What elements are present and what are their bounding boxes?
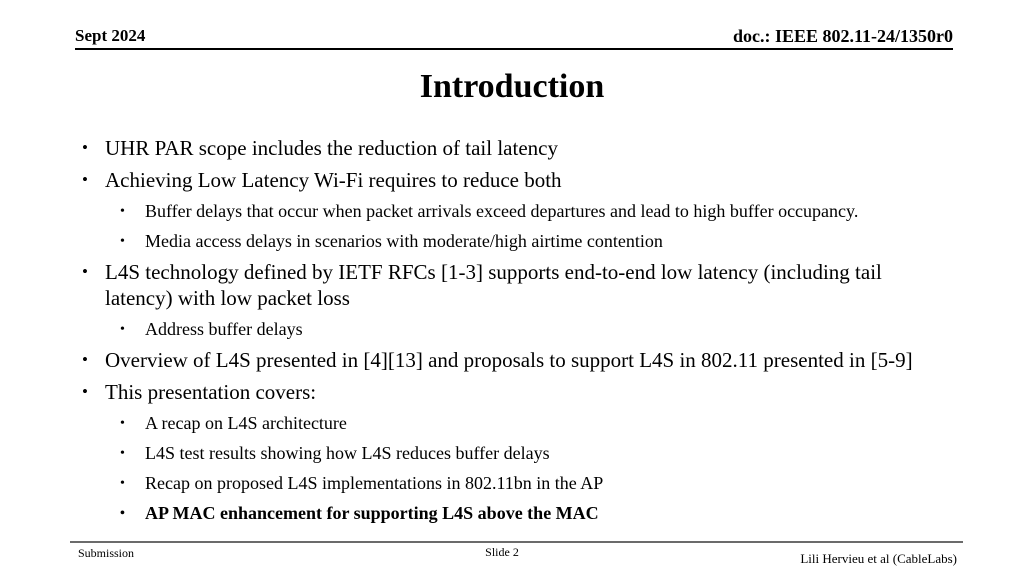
header-doc-number: doc.: IEEE 802.11-24/1350r0: [732, 26, 953, 46]
bullet-text: Buffer delays that occur when packet arr…: [145, 201, 859, 221]
bullet-icon: •: [82, 350, 88, 369]
bullet-icon: •: [120, 234, 125, 249]
bullet-text: A recap on L4S architecture: [145, 413, 347, 433]
bullet-text: Media access delays in scenarios with mo…: [145, 231, 663, 251]
footer-divider: [70, 541, 963, 543]
bullet-item: • Buffer delays that occur when packet a…: [78, 199, 946, 224]
bullet-item: • Address buffer delays: [78, 317, 946, 342]
bullet-icon: •: [120, 416, 125, 431]
bullet-item: • UHR PAR scope includes the reduction o…: [78, 135, 946, 161]
bullet-text: This presentation covers:: [105, 380, 317, 404]
bullet-icon: •: [82, 382, 88, 401]
bullet-item: • This presentation covers:: [78, 379, 946, 405]
slide-header: Sept 2024 doc.: IEEE 802.11-24/1350r0: [75, 26, 953, 50]
bullet-item: • A recap on L4S architecture: [78, 411, 946, 436]
footer-slide-number: Slide 2: [485, 545, 519, 559]
bullet-text: L4S technology defined by IETF RFCs [1-3…: [105, 260, 882, 310]
bullet-item: • AP MAC enhancement for supporting L4S …: [78, 501, 946, 526]
bullet-text: L4S test results showing how L4S reduces…: [145, 443, 550, 463]
bullet-item: • Achieving Low Latency Wi-Fi requires t…: [78, 167, 946, 193]
bullet-text: Recap on proposed L4S implementations in…: [145, 473, 604, 493]
bullet-icon: •: [120, 506, 125, 521]
bullet-text: UHR PAR scope includes the reduction of …: [105, 136, 558, 160]
bullet-item: • L4S test results showing how L4S reduc…: [78, 441, 946, 466]
bullet-text: Achieving Low Latency Wi-Fi requires to …: [105, 168, 562, 192]
bullet-item: • Overview of L4S presented in [4][13] a…: [78, 347, 946, 373]
bullet-item: • L4S technology defined by IETF RFCs [1…: [78, 259, 946, 311]
slide-title: Introduction: [419, 68, 605, 105]
bullet-icon: •: [120, 476, 125, 491]
footer-submission: Submission: [78, 546, 135, 560]
bullet-icon: •: [120, 204, 125, 219]
footer-author: Lili Hervieu et al (CableLabs): [800, 551, 957, 566]
header-date: Sept 2024: [75, 26, 146, 45]
bullet-item: • Recap on proposed L4S implementations …: [78, 471, 946, 496]
bullet-item: • Media access delays in scenarios with …: [78, 229, 946, 254]
bullet-list: • UHR PAR scope includes the reduction o…: [78, 135, 946, 531]
bullet-icon: •: [82, 138, 88, 157]
bullet-icon: •: [82, 262, 88, 281]
bullet-text: AP MAC enhancement for supporting L4S ab…: [145, 503, 599, 523]
bullet-text: Address buffer delays: [145, 319, 303, 339]
bullet-text: Overview of L4S presented in [4][13] and…: [105, 348, 913, 372]
bullet-icon: •: [120, 322, 125, 337]
bullet-icon: •: [120, 446, 125, 461]
bullet-icon: •: [82, 170, 88, 189]
